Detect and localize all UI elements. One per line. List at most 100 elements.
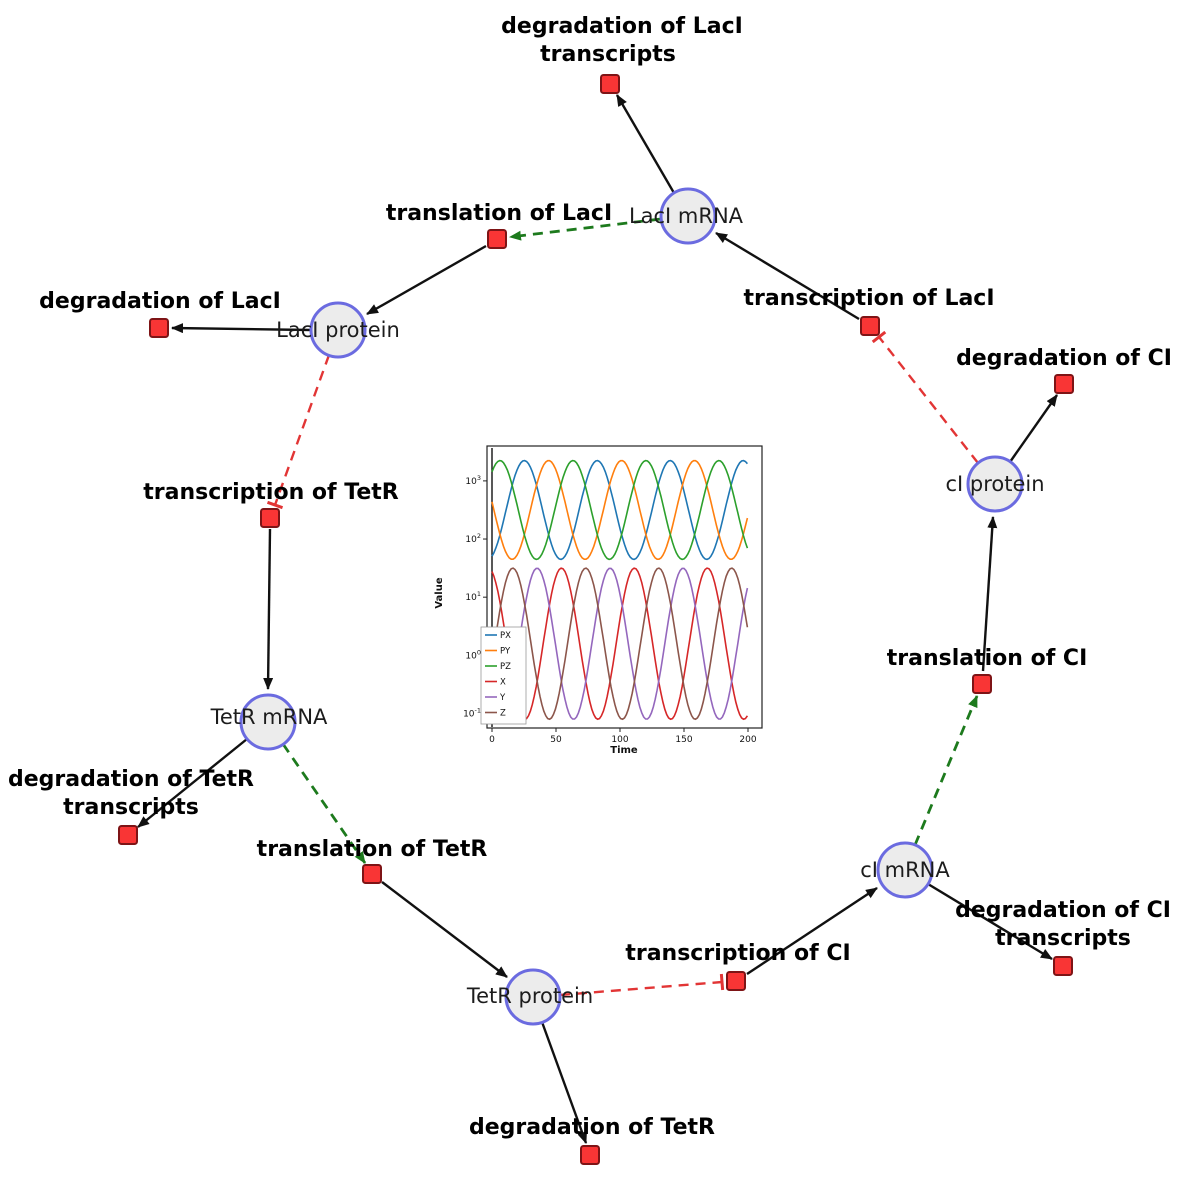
reaction-label: translation of CI xyxy=(887,646,1088,671)
species-label: LacI protein xyxy=(276,318,400,342)
edge-tx-lacI-to-lacI-mRNA xyxy=(715,231,860,321)
reaction-node-deg-cI-transcripts: degradation of CI transcripts xyxy=(955,898,1171,976)
edge-cI-protein-inhibits-tx-lacI xyxy=(871,330,979,464)
edge-lacI-protein-inhibits-tx-tetR xyxy=(266,354,331,510)
chart-ytick-label: 102 xyxy=(465,532,481,545)
chart-ytick-label: 100 xyxy=(465,648,481,661)
edge-tetR-mRNA-to-translation-tetR xyxy=(281,743,367,864)
reaction-node-deg-tetR: degradation of TetR xyxy=(469,1115,715,1165)
chart-legend-box xyxy=(480,626,527,725)
reaction-label: translation of TetR xyxy=(257,837,488,862)
edges xyxy=(137,94,1058,1144)
reaction-label-line2: transcripts xyxy=(63,795,199,820)
edge-lacI-protein-to-deg-lacI xyxy=(171,323,312,334)
chart-legend-label-X: X xyxy=(500,678,506,688)
edge-translation-cI-to-cI-protein xyxy=(981,516,998,672)
reaction-label: transcription of LacI xyxy=(743,286,994,311)
reaction-label-line1: degradation of LacI xyxy=(501,14,743,39)
chart-xtick-label: 100 xyxy=(611,735,628,745)
edge-tetR-protein-to-deg-tetR xyxy=(540,1021,588,1144)
reaction-square xyxy=(362,864,382,884)
chart-ytick-label: 101 xyxy=(465,590,481,603)
species-node-cI-protein: cI protein xyxy=(945,455,1045,513)
reaction-label-line2: transcripts xyxy=(995,926,1131,951)
chart-series-Z xyxy=(491,567,749,721)
reaction-square xyxy=(1053,956,1073,976)
reaction-node-deg-tetR-transcripts: degradation of TetR transcripts xyxy=(8,767,254,845)
reaction-label-line1: degradation of CI xyxy=(955,898,1171,923)
chart-ytick-label: 10-1 xyxy=(463,706,481,719)
species-label: cI protein xyxy=(945,472,1044,496)
species-node-cI-mRNA: cI mRNA xyxy=(860,841,950,899)
edge-tx-tetR-to-tetR-mRNA xyxy=(263,528,274,690)
reaction-square xyxy=(487,229,507,249)
edge-translation-lacI-to-lacI-protein xyxy=(366,244,487,316)
chart-legend-label-Y: Y xyxy=(499,693,506,703)
chart-xlabel: Time xyxy=(610,745,638,756)
edge-cI-protein-to-deg-cI xyxy=(1009,394,1058,463)
edge-cI-mRNA-to-translation-cI xyxy=(913,695,979,846)
chart-series-X xyxy=(491,567,749,721)
reaction-square xyxy=(149,318,169,338)
chart-ytick-label: 103 xyxy=(465,474,481,487)
edge-lacI-mRNA-to-deg-lacI-transcripts xyxy=(615,94,676,194)
species-circle xyxy=(659,187,717,245)
edge-tetR-mRNA-to-deg-tetR-transcripts xyxy=(137,738,248,828)
species-node-tetR-mRNA: TetR mRNA xyxy=(210,693,328,751)
simulation-plot: Time Value 10-1 100 101 102 103 0 50 100 150 200 P… xyxy=(430,438,775,760)
chart-series-PY xyxy=(491,459,749,560)
reaction-square xyxy=(260,508,280,528)
reaction-node-tx-cI: transcription of CI xyxy=(625,941,851,991)
chart-legend-label-Z: Z xyxy=(500,709,506,719)
edge-lacI-mRNA-to-translation-lacI xyxy=(509,217,662,241)
species-circle xyxy=(876,841,934,899)
edge-cI-mRNA-to-deg-cI-transcripts xyxy=(927,882,1053,961)
chart-xtick-label: 150 xyxy=(675,735,692,745)
reaction-node-translation-lacI: translation of LacI xyxy=(386,201,612,249)
reaction-node-translation-tetR: translation of TetR xyxy=(257,837,488,884)
reaction-square xyxy=(1054,374,1074,394)
reaction-label: degradation of CI xyxy=(956,346,1172,371)
species-circle xyxy=(504,968,562,1026)
reaction-label: transcription of CI xyxy=(625,941,850,966)
chart-xtick-label: 200 xyxy=(739,735,756,745)
chart-series-PX xyxy=(491,459,748,561)
species-label: LacI mRNA xyxy=(629,204,744,228)
reaction-node-tx-tetR: transcription of TetR xyxy=(143,480,399,528)
reaction-square xyxy=(580,1145,600,1165)
chart-plot-border xyxy=(486,445,763,729)
species-node-lacI-protein: LacI protein xyxy=(276,301,400,359)
reaction-square xyxy=(860,316,880,336)
chart-xtick-label: 0 xyxy=(489,735,495,745)
reaction-label: transcription of TetR xyxy=(143,480,399,505)
species-label: TetR protein xyxy=(466,984,593,1008)
reaction-nodes: degradation of LacI transcripts translat… xyxy=(8,14,1172,1165)
reaction-node-translation-cI: translation of CI xyxy=(887,646,1088,694)
species-circle xyxy=(966,455,1024,513)
reaction-label-line2: transcripts xyxy=(540,42,676,67)
reaction-label: degradation of LacI xyxy=(39,289,281,314)
species-label: cI mRNA xyxy=(860,858,950,882)
reaction-label: translation of LacI xyxy=(386,201,612,226)
reaction-node-deg-cI: degradation of CI xyxy=(956,346,1172,394)
chart-series-PZ xyxy=(491,459,749,561)
reaction-square xyxy=(118,825,138,845)
chart-legend-label-PX: PX xyxy=(500,631,511,641)
species-node-lacI-mRNA: LacI mRNA xyxy=(629,187,744,245)
species-node-tetR-protein: TetR protein xyxy=(466,968,593,1026)
reaction-square xyxy=(972,674,992,694)
reaction-square xyxy=(600,74,620,94)
chart-legend-label-PZ: PZ xyxy=(500,662,511,672)
edge-tx-cI-to-cI-mRNA xyxy=(746,886,878,976)
species-label: TetR mRNA xyxy=(210,705,328,729)
species-circle xyxy=(309,301,367,359)
species-circle xyxy=(239,693,297,751)
reaction-label-line1: degradation of TetR xyxy=(8,767,254,792)
chart-series-Y xyxy=(491,567,749,720)
chart-xtick-label: 50 xyxy=(550,735,562,745)
chart-legend-label-PY: PY xyxy=(500,647,511,657)
reaction-label: degradation of TetR xyxy=(469,1115,715,1140)
reaction-square xyxy=(726,971,746,991)
chart-ylabel: Value xyxy=(434,577,445,608)
reaction-node-deg-lacI-transcripts: degradation of LacI transcripts xyxy=(501,14,743,94)
